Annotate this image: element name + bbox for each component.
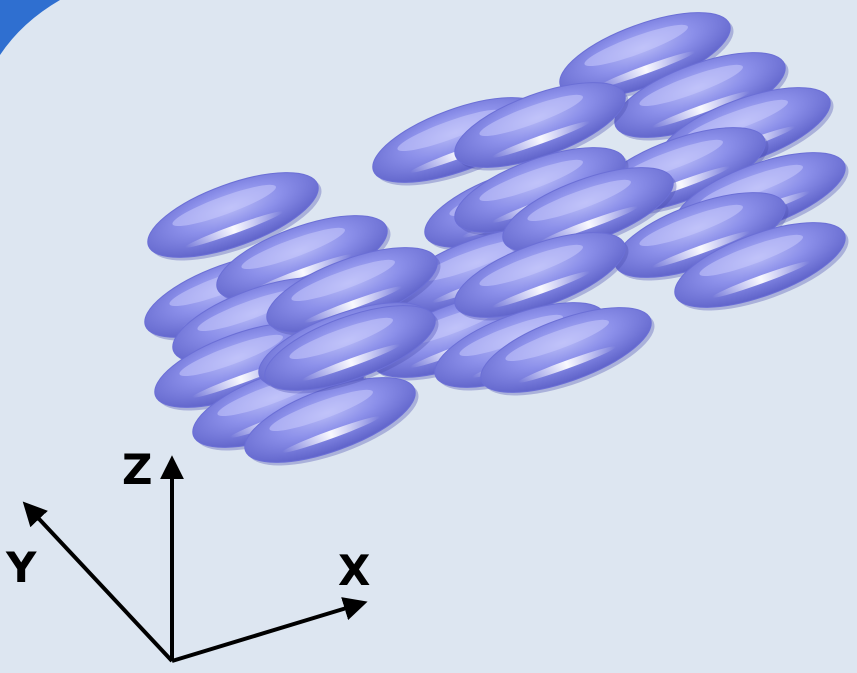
ellipsoid-top-sheen — [459, 314, 563, 357]
ellipsoid-highlight — [712, 261, 810, 298]
ellipsoid-top-sheen — [699, 234, 803, 277]
ellipsoid-highlight — [302, 344, 400, 381]
ellipsoid-top-sheen — [505, 319, 609, 362]
y-axis-label: Y — [5, 543, 37, 592]
ellipsoid-highlight — [540, 206, 638, 243]
ellipsoid-body — [454, 232, 626, 318]
ellipsoid-top-sheen — [527, 179, 631, 222]
z-axis-label: Z — [122, 445, 152, 494]
ellipsoid-body — [480, 307, 652, 393]
ellipsoid-top-sheen — [289, 317, 393, 360]
ellipsoid-molecule — [454, 82, 629, 171]
ellipsoid-top-sheen — [479, 94, 583, 137]
ellipsoid-molecule — [216, 215, 391, 304]
ellipsoid-top-sheen — [179, 334, 283, 377]
ellipsoid-molecule — [614, 52, 789, 141]
ellipsoid-molecule — [502, 167, 677, 256]
ellipsoid-highlight — [518, 346, 616, 383]
ellipsoid-molecule — [264, 305, 439, 394]
ellipsoid-top-sheen — [419, 239, 523, 282]
ellipsoid-top-sheen — [291, 259, 395, 302]
ellipsoid-highlight — [597, 51, 695, 88]
ellipsoid-top-sheen — [269, 389, 373, 432]
ellipsoid-top-sheen — [479, 244, 583, 287]
ellipsoid-highlight — [492, 271, 590, 308]
ellipsoid-highlight — [652, 91, 750, 128]
x-axis-label: X — [338, 546, 370, 595]
ellipsoid-body — [147, 172, 319, 258]
ellipsoid-highlight — [492, 121, 590, 158]
x-axis-line — [171, 597, 368, 663]
ellipsoid-body — [674, 222, 846, 308]
coordinate-axes: Z Y X — [5, 445, 370, 663]
ellipsoid-body — [264, 305, 436, 391]
ellipsoid-molecule — [147, 172, 322, 261]
corner-accent-shape — [0, 0, 60, 55]
ellipsoid-highlight — [304, 286, 402, 323]
ellipsoid-top-sheen — [397, 109, 501, 152]
ellipsoid-cluster — [144, 12, 849, 466]
ellipsoid-molecule — [244, 377, 419, 466]
ellipsoid-molecule — [454, 232, 629, 321]
y-axis-line — [22, 501, 174, 663]
ellipsoid-molecule — [480, 307, 655, 396]
ellipsoid-molecule — [559, 12, 734, 101]
ellipsoid-body — [244, 377, 416, 463]
ellipsoid-highlight — [185, 211, 283, 248]
ellipsoid-top-sheen — [639, 204, 743, 247]
ellipsoid-top-sheen — [172, 184, 276, 227]
ellipsoid-molecule — [614, 192, 789, 281]
ellipsoid-molecule — [674, 222, 849, 311]
ellipsoid-molecule — [266, 247, 441, 336]
ellipsoid-top-sheen — [241, 227, 345, 270]
ellipsoid-top-sheen — [479, 159, 583, 202]
ellipsoid-highlight — [652, 231, 750, 268]
ellipsoid-highlight — [282, 416, 380, 453]
ellipsoid-top-sheen — [639, 64, 743, 107]
ellipsoid-top-sheen — [584, 24, 688, 67]
